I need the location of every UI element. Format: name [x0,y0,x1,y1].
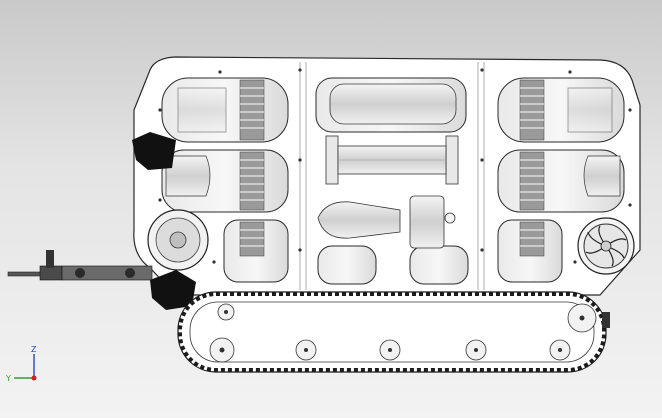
sensor-pod [317,195,456,249]
manipulator-arm [7,250,153,281]
mounting-holes [158,68,632,264]
y-axis-label: Y [5,374,11,383]
frame-inner-lines [299,62,485,290]
track-assembly [177,291,610,373]
side-thruster-cones [165,87,621,197]
z-axis-label: Z [31,345,37,354]
camera-cylinder [325,135,459,185]
axis-triad: Z Y [4,344,48,388]
dark-actuators [132,132,196,310]
x-axis-dot [31,375,37,381]
left-vertical-thruster [147,209,209,271]
upper-housing [329,83,457,125]
right-vertical-thruster [577,217,635,275]
